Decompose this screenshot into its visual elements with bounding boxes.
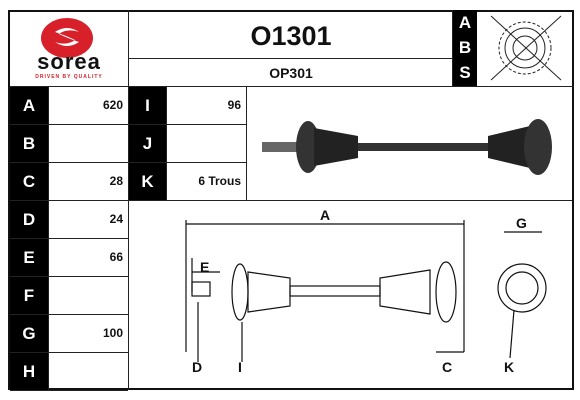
abs-ring-area <box>477 10 574 86</box>
product-sheet <box>8 10 574 390</box>
dim-label-c: C <box>442 359 452 375</box>
spec-letter-h: H <box>10 353 48 390</box>
spec-letter-a: A <box>10 87 48 124</box>
abs-letter: A <box>458 12 472 32</box>
divider <box>10 390 128 391</box>
divider <box>128 162 246 163</box>
spec-value-k: 6 Trous <box>198 174 241 188</box>
brand-tagline: DRIVEN BY QUALITY <box>35 74 103 80</box>
spec-value-a: 620 <box>102 98 123 112</box>
divider <box>10 86 574 87</box>
product-sub-reference: OP301 <box>269 65 313 81</box>
divider <box>128 58 452 59</box>
dimension-drawing-icon: A G E D I C K <box>185 207 547 375</box>
spec-letter-g: G <box>10 315 48 352</box>
spec-value-g: 100 <box>102 326 123 340</box>
divider <box>10 200 128 201</box>
divider <box>452 10 453 86</box>
divider <box>10 314 128 315</box>
abs-letter: S <box>459 63 471 82</box>
abs-column <box>453 10 477 86</box>
divider <box>246 86 247 200</box>
dim-label-i: I <box>238 359 242 375</box>
divider <box>10 124 128 125</box>
spec-value-d: 24 <box>109 212 123 226</box>
divider <box>10 276 128 277</box>
spec-value-c: 28 <box>109 174 123 188</box>
spec-letter-k: K <box>129 163 166 200</box>
product-reference: O1301 <box>250 20 332 51</box>
dim-label-d: D <box>192 359 202 375</box>
spec-value-f <box>49 276 128 314</box>
technical-drawing: A G E D I C K <box>130 202 572 388</box>
divider <box>128 200 572 201</box>
spec-letter-b: B <box>10 125 48 162</box>
spec-letter-i: I <box>129 87 166 124</box>
dim-label-k: K <box>504 359 514 375</box>
spec-letter-e: E <box>10 239 48 276</box>
brand-name: sorea <box>37 49 101 74</box>
divider <box>48 86 49 390</box>
spec-value-i: 96 <box>227 98 241 112</box>
abs-letter: B <box>458 37 472 57</box>
spec-value-e: 66 <box>109 250 123 264</box>
dim-label-a: A <box>320 207 330 223</box>
abs-ring-crossed-icon <box>490 15 562 81</box>
dim-label-e: E <box>200 259 209 275</box>
divider <box>10 162 128 163</box>
spec-value-j <box>167 124 246 162</box>
sorea-logo-icon <box>41 18 93 58</box>
spec-letter-c: C <box>10 163 48 200</box>
product-photo <box>248 88 572 198</box>
divider <box>10 238 128 239</box>
spec-letter-f: F <box>10 277 48 314</box>
spec-letter-d: D <box>10 201 48 238</box>
spec-value-b <box>49 124 128 162</box>
spec-value-h <box>49 352 128 390</box>
divider <box>10 352 128 353</box>
divider <box>166 86 167 200</box>
brand-logo <box>10 12 128 86</box>
spec-letter-j: J <box>129 125 166 162</box>
dim-label-g: G <box>516 215 527 231</box>
drive-shaft-photo-icon <box>262 119 552 175</box>
divider <box>128 124 246 125</box>
